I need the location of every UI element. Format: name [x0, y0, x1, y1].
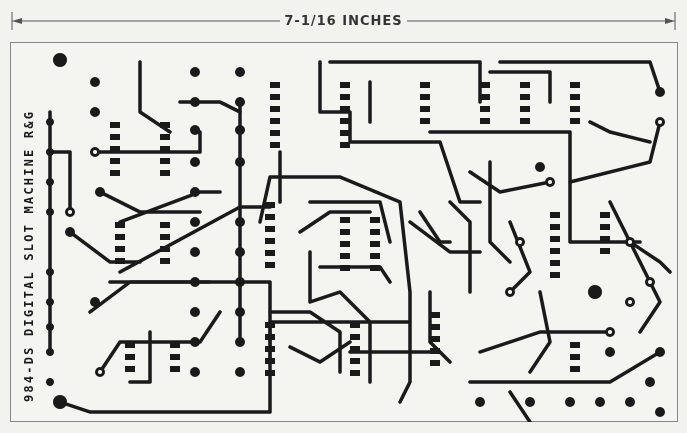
pcb-artwork: [46, 53, 672, 422]
silkscreen-text: 984-DS DIGITAL SLOT MACHINE R&G: [22, 109, 36, 402]
dimension-text: 7-1/16 INCHES: [280, 14, 407, 29]
dimension-label: 7-1/16 INCHES: [0, 14, 687, 29]
